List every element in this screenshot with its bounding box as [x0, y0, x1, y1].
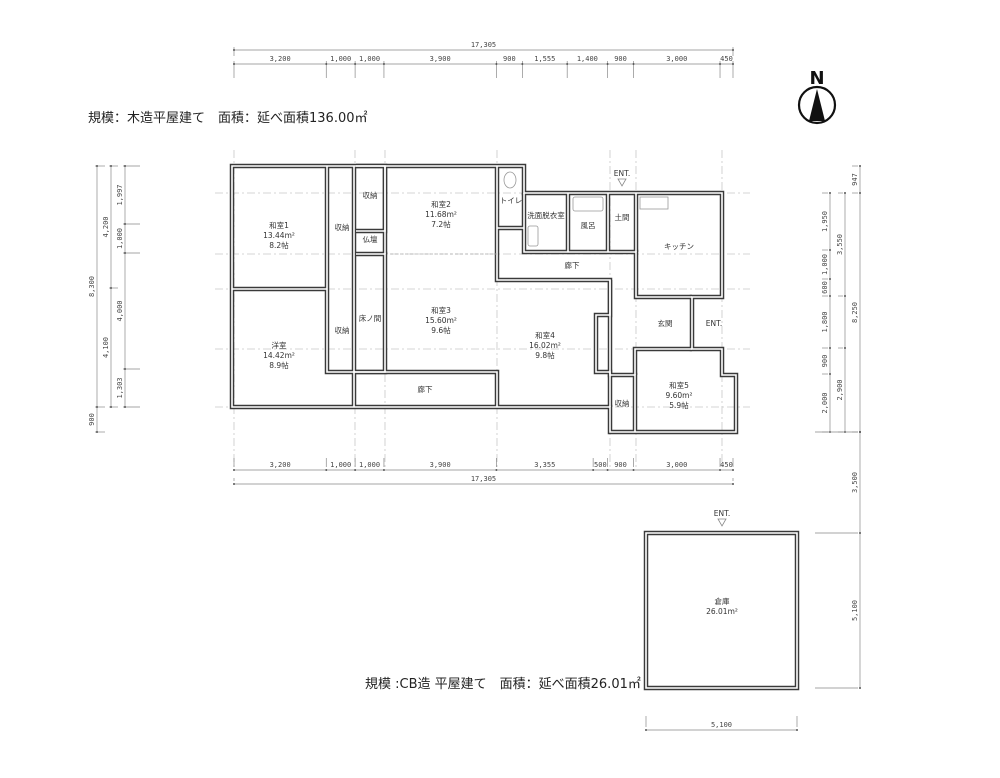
storage-label: 収納 [335, 325, 350, 335]
butsudan-label: 仏壇 [363, 234, 378, 244]
dimension-label: 8,250 [851, 302, 859, 323]
dimension-label: 5,100 [711, 721, 732, 729]
room-area: 16.02m² [529, 341, 561, 350]
dimension-label: 4,100 [102, 337, 110, 358]
dimension-label: 450 [720, 461, 733, 469]
dimension-label: 2,000 [821, 392, 829, 413]
dimension-label: 5,100 [851, 600, 859, 621]
room-tatami: 7.2帖 [431, 219, 451, 229]
main-house-caption: 規模：木造平屋建て 面積：延べ面積136.00㎡ [88, 111, 368, 126]
dimension-label: 1,000 [359, 55, 380, 63]
dimension-label: 3,000 [666, 461, 687, 469]
room-name: 和室4 [535, 330, 555, 340]
room-area: 15.60m² [425, 316, 457, 325]
kitchen-label: キッチン [664, 242, 694, 251]
dimension-label: 3,500 [851, 472, 859, 493]
storage-label: 収納 [363, 190, 378, 200]
north-label: N [809, 68, 824, 89]
dimension-label: 3,900 [430, 461, 451, 469]
genkan-label: 玄関 [658, 318, 673, 328]
toilet-label: トイレ [500, 196, 523, 205]
tokonoma-label: 床ノ間 [359, 313, 382, 323]
dimension-label: 900 [614, 55, 627, 63]
room-area: 13.44m² [263, 231, 295, 240]
dimension-label: 500 [594, 461, 607, 469]
fixtures [390, 171, 669, 255]
dimension-label: 947 [851, 173, 859, 186]
room-area: 14.42m² [263, 351, 295, 360]
doma-label: 土間 [615, 212, 630, 222]
dimension-label: 4,000 [116, 300, 124, 321]
dimension-label: 450 [720, 55, 733, 63]
room-tatami: 9.8帖 [535, 350, 555, 360]
dimension-label: 3,550 [836, 234, 844, 255]
dimension-label: 900 [614, 461, 627, 469]
toilet-icon [503, 171, 517, 189]
dimension-label: 3,355 [534, 461, 555, 469]
dimension-label: 3,000 [666, 55, 687, 63]
room-tatami: 5.9帖 [669, 400, 689, 410]
warehouse-caption: 規模 :CB造 平屋建て 面積：延べ面積26.01㎡ [365, 677, 641, 692]
grid-lines [215, 150, 750, 470]
warehouse-area: 26.01m² [706, 607, 738, 616]
dimension-lines: 17,305 3,200 1,000 1,000 3,900 900 1,555 1,400 9… [88, 41, 861, 731]
entrance-label: ENT. [614, 169, 630, 178]
sink-icon [639, 196, 669, 210]
dimension-label: 4,200 [102, 216, 110, 237]
dimension-label: 2,900 [836, 379, 844, 400]
dimension-label: 3,200 [270, 55, 291, 63]
dimension-label: 1,000 [359, 461, 380, 469]
corridor-label: 廊下 [565, 260, 580, 270]
dimension-label: 600 [821, 281, 829, 294]
dimension-label: 1,000 [330, 55, 351, 63]
dimension-label: 1,997 [116, 184, 124, 205]
dimension-label: 3,900 [430, 55, 451, 63]
storage-label: 収納 [615, 398, 630, 408]
dimension-label: 1,400 [577, 55, 598, 63]
main-house-walls [229, 163, 800, 691]
corridor-label: 廊下 [418, 384, 433, 394]
dimension-label: 1,000 [330, 461, 351, 469]
dimension-label: 1,555 [534, 55, 555, 63]
dimension-label: 1,000 [821, 254, 829, 275]
room-name: 洋室 [272, 340, 287, 350]
dimension-label: 17,305 [471, 475, 496, 483]
room-tatami: 9.6帖 [431, 325, 451, 335]
entrance-label: ENT. [706, 319, 722, 328]
room-name: 和室2 [431, 199, 451, 209]
dimension-label: 1,800 [821, 311, 829, 332]
room-name: 和室1 [269, 220, 289, 230]
room-tatami: 8.2帖 [269, 240, 289, 250]
room-name: 和室3 [431, 305, 451, 315]
room-area: 9.60m² [665, 391, 692, 400]
room-tatami: 8.9帖 [269, 360, 289, 370]
north-arrow-icon: N [797, 68, 837, 125]
room-area: 11.68m² [425, 210, 457, 219]
entrance-label: ENT. [714, 509, 730, 518]
washroom-label: 洗面脱衣室 [527, 210, 565, 220]
dimension-label: 1,950 [821, 211, 829, 232]
bathtub-icon [572, 196, 604, 212]
dimension-label: 3,200 [270, 461, 291, 469]
warehouse-name: 倉庫 [715, 596, 730, 606]
dimension-label: 900 [88, 413, 96, 426]
dimension-label: 1,303 [116, 377, 124, 398]
dimension-label: 1,000 [116, 228, 124, 249]
bath-label: 風呂 [581, 221, 596, 230]
washbasin-icon [527, 225, 539, 247]
storage-label: 収納 [335, 222, 350, 232]
dimension-label: 17,305 [471, 41, 496, 49]
dimension-label: 900 [503, 55, 516, 63]
room-name: 和室5 [669, 380, 689, 390]
dimension-label: 8,300 [88, 276, 96, 297]
dimension-label: 900 [821, 355, 829, 368]
